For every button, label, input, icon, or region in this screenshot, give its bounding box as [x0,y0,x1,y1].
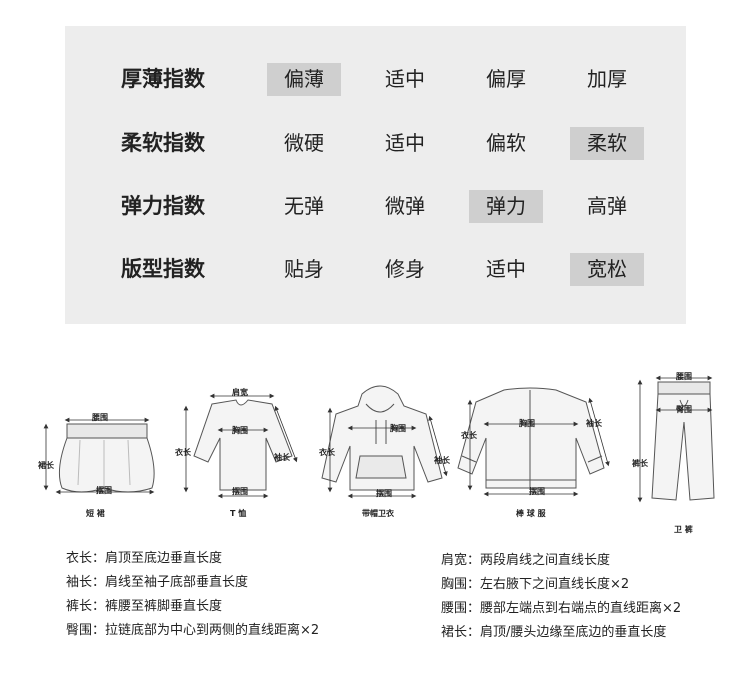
tshirt-length-label: 衣长 [175,448,191,457]
index-option: 适中 [486,257,526,281]
hoodie-length-label: 衣长 [319,448,335,457]
jacket-chest-label: 胸围 [519,419,535,428]
hoodie-caption: 带帽卫衣 [362,509,394,518]
definition-item: 腰围：腰部左端点到右端点的直线距离×2 [441,601,682,616]
garment-illustrations [43,375,715,503]
index-option: 偏厚 [486,67,526,91]
index-option-selected: 偏薄 [267,63,341,96]
skirt-drawing [58,423,155,493]
skirt-caption: 短 裙 [86,509,105,518]
index-option-selected: 柔软 [570,127,644,160]
definitions-left: 衣长：肩顶至底边垂直长度 袖长：肩线至袖子底部垂直长度 裤长：裤腰至裤脚垂直长度… [66,547,319,643]
hoodie-hem-label: 摆围 [376,489,392,498]
index-option: 适中 [385,67,425,91]
jacket-sleeve-label: 袖长 [586,419,602,428]
definition-item: 肩宽：两段肩线之间直线长度 [441,553,611,568]
tshirt-sleeve-label: 袖长 [274,453,290,462]
definition-item: 裙长：肩顶/腰头边缘至底边的垂直长度 [441,625,667,640]
index-option: 适中 [385,131,425,155]
tshirt-chest-label: 胸围 [232,426,248,435]
index-option: 高弹 [587,194,627,218]
hoodie-drawing [321,385,443,491]
pants-caption: 卫 裤 [674,525,693,534]
definition-item: 裤长：裤腰至裤脚垂直长度 [66,599,223,614]
index-option: 修身 [385,257,425,281]
index-option: 偏软 [486,131,526,155]
index-option: 贴身 [284,257,324,281]
tshirt-drawing [193,399,293,491]
pants-waist-label: 腰围 [676,372,692,381]
jacket-length-label: 衣长 [461,431,477,440]
hoodie-chest-label: 胸围 [390,424,406,433]
index-option-selected: 宽松 [570,253,644,286]
index-option: 加厚 [587,67,627,91]
pants-hip-label: 臀围 [676,405,692,414]
index-row-label: 柔软指数 [121,131,205,155]
index-row-label: 厚薄指数 [121,67,205,91]
skirt-waist-label: 腰围 [92,413,108,422]
definitions-right: 肩宽：两段肩线之间直线长度 胸围：左右腋下之间直线长度×2 腰围：腰部左端点到右… [441,549,681,645]
jacket-drawing [457,387,605,489]
pants-drawing [651,381,715,501]
definition-item: 袖长：肩线至袖子底部垂直长度 [66,575,249,590]
index-option: 微弹 [385,194,425,218]
index-option-selected: 弹力 [469,190,543,223]
definition-item: 衣长：肩顶至底边垂直长度 [66,551,223,566]
index-option: 微硬 [284,131,324,155]
jacket-caption: 棒 球 服 [516,509,546,518]
tshirt-hem-label: 摆围 [232,487,248,496]
tshirt-caption: T 恤 [230,509,247,518]
jacket-hem-label: 摆围 [529,487,545,496]
skirt-hem-label: 摆围 [96,486,112,495]
index-row-label: 弹力指数 [121,194,205,218]
skirt-length-label: 裙长 [38,461,54,470]
pants-length-label: 裤长 [632,459,648,468]
tshirt-shoulder-label: 肩宽 [232,388,248,397]
index-row-label: 版型指数 [121,257,205,281]
definition-item: 臀围：拉链底部为中心到两侧的直线距离×2 [66,623,320,638]
hoodie-sleeve-label: 袖长 [434,456,450,465]
index-option: 无弹 [284,194,324,218]
definition-item: 胸围：左右腋下之间直线长度×2 [441,577,630,592]
